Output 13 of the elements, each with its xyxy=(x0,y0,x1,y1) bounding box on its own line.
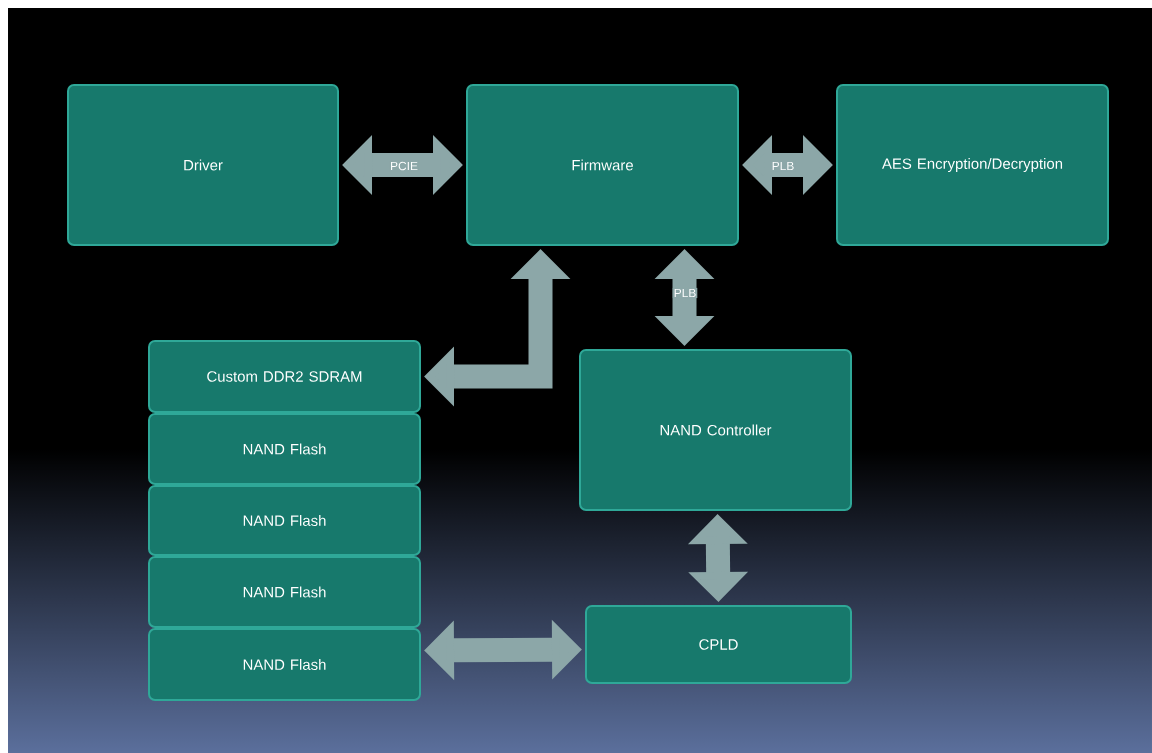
block-box: NAND Flash xyxy=(148,485,421,556)
block-box: NAND Flash xyxy=(148,413,421,485)
block-box: NAND Controller xyxy=(579,349,852,511)
block-box: NAND Flash xyxy=(148,556,421,628)
block-box: Custom DDR2 SDRAM xyxy=(148,340,421,413)
block-box: Firmware xyxy=(466,84,739,246)
edge-label: PLB xyxy=(770,160,796,172)
block-box: CPLD xyxy=(585,605,852,684)
block-box: AES Encryption/Decryption xyxy=(836,84,1109,246)
edge-label: PLB xyxy=(672,287,698,299)
edge-label: PCIE xyxy=(389,160,419,172)
block-box: Driver xyxy=(67,84,339,246)
block-box: NAND Flash xyxy=(148,628,421,701)
